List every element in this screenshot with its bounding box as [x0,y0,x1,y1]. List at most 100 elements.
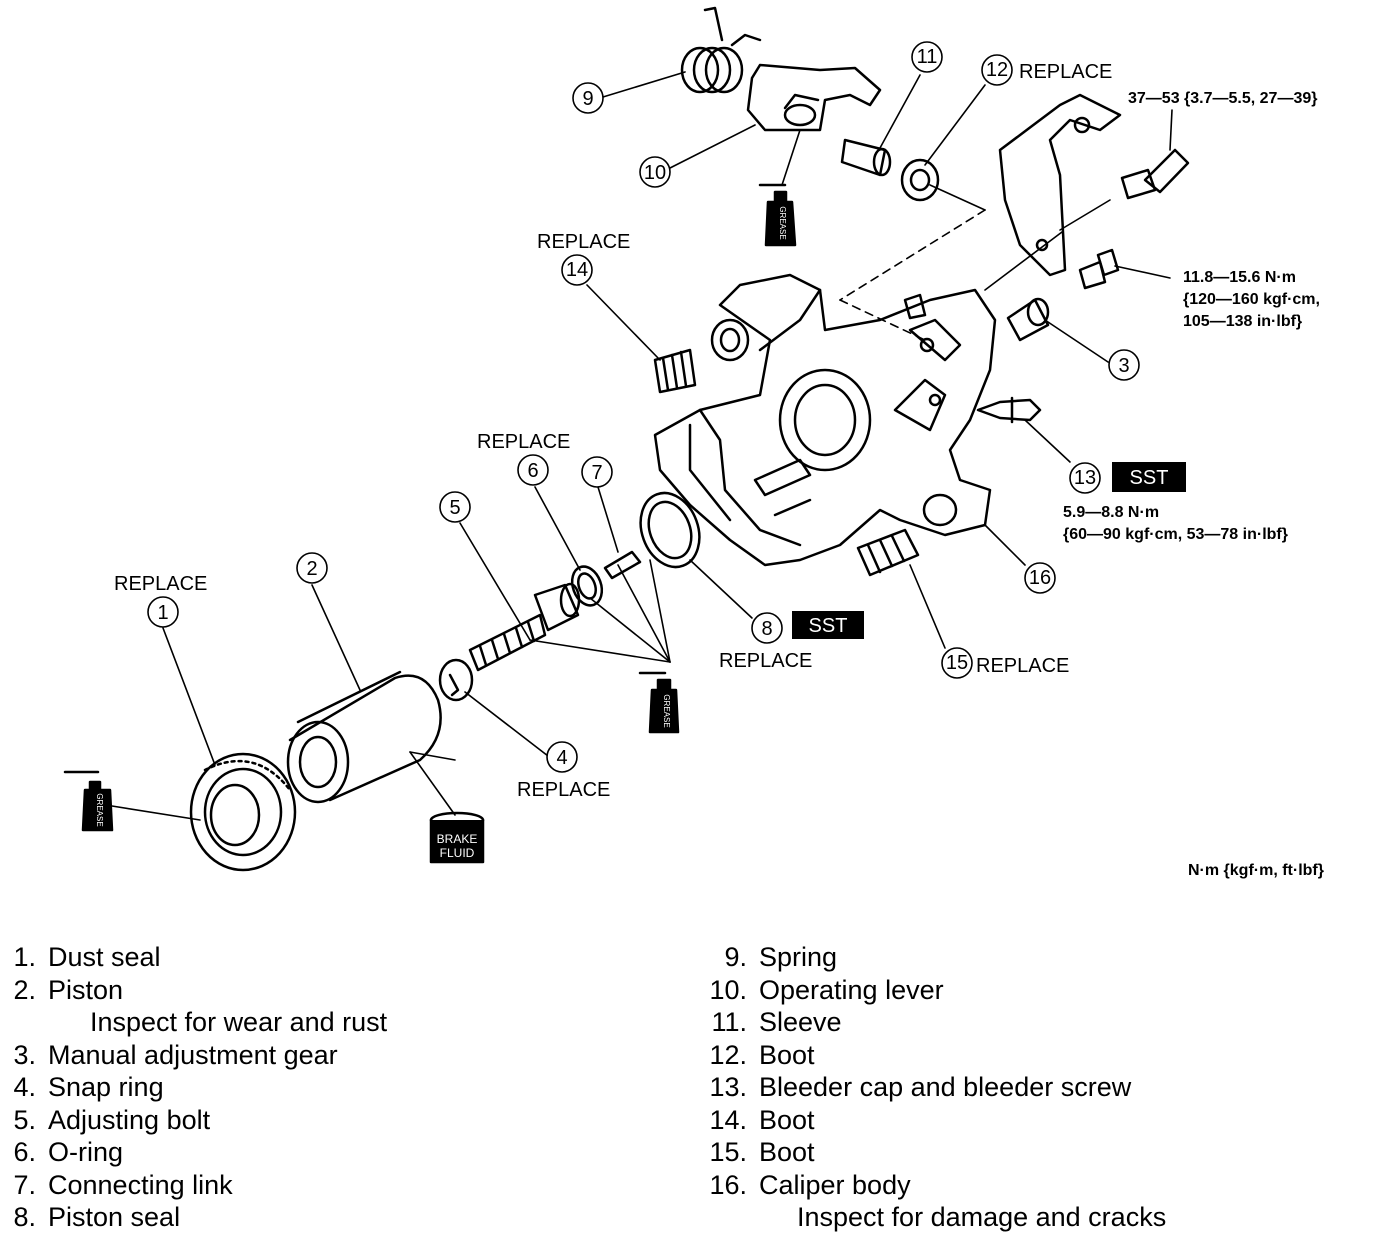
legend-note-piston: Inspect for wear and rust [2,1006,387,1039]
leader-lines [111,71,1173,821]
legend-number: 3. [13,1039,36,1070]
torque-bleeder-line1: 5.9—8.8 N·m [1063,504,1159,521]
legend-label: Adjusting bolt [48,1104,211,1135]
legend-number: 6. [13,1137,36,1167]
replace-label-1: REPLACE [114,573,207,595]
callout-4: 4 [556,747,567,769]
legend-number: 7. [13,1169,36,1200]
callout-3: 3 [1118,355,1129,377]
legend-item-caliper-body: 16.Caliper body [701,1169,1166,1202]
bracket [998,93,1122,277]
grease-can-2 [758,183,797,247]
bracket-bolt [1120,148,1190,200]
sst-box-13 [1112,462,1186,492]
legend-item-spring: 9. Spring [701,941,1166,974]
piston-seal [639,491,701,569]
legend-number: 5. [13,1104,36,1135]
callout-13: 13 [1074,467,1096,489]
sst-box-8 [792,611,864,639]
grease-can-3 [638,671,680,734]
legend-number: 1. [13,942,36,972]
legend-item-operating-lever: 10. Operating lever [701,974,1166,1007]
legend-label: Dust seal [48,942,161,972]
torque-guide-bolt-line3: 105—138 in·lbf} [1183,313,1302,330]
legend-item-connecting-link: 7. Connecting link [2,1169,387,1202]
torque-bleeder-line2: {60—90 kgf·cm, 53—78 in·lbf} [1063,526,1288,543]
replace-label-6: REPLACE [477,431,570,453]
brake-fluid-label-1: BRAKE [437,832,478,846]
legend-item-snap-ring: 4.Snap ring [2,1071,387,1104]
legend-number: 10. [709,974,747,1005]
units-note: N·m {kgf·m, ft·lbf} [1188,862,1324,879]
legend-item-boot-12: 12. Boot [701,1039,1166,1072]
legend-item-o-ring: 6. O-ring [2,1136,387,1169]
grease-label-2: GREASE [778,206,787,239]
callout-1: 1 [157,602,168,624]
sst-label-8: SST [809,615,848,637]
legend-label: Operating lever [759,974,944,1005]
boot-12 [900,158,940,202]
legend-label: Connecting link [48,1169,233,1200]
legend-item-manual-adjustment-gear: 3. Manual adjustment gear [2,1039,387,1072]
grease-can-1 [63,770,114,832]
boot-14 [653,348,697,394]
legend-label: O-ring [48,1137,124,1167]
brake-fluid-label-2: FLUID [440,846,475,860]
legend-number: 8. [13,1202,36,1232]
callout-8: 8 [761,618,772,640]
callout-11: 11 [917,46,938,68]
callout-6: 6 [527,460,538,482]
replace-label-8: REPLACE [719,650,812,672]
callout-14: 14 [566,259,588,281]
manual-adjustment-gear [1006,297,1050,342]
legend-item-piston-seal: 8.Piston seal [2,1201,387,1234]
grease-label-3: GREASE [662,694,671,727]
legend-label: Piston [48,974,124,1005]
callout-10: 10 [644,162,666,184]
callout-9: 9 [582,88,593,110]
legend-label: Boot [759,1137,815,1167]
dust-seal [189,752,297,872]
legend-label: Boot [759,1104,815,1135]
spring [680,6,762,94]
callout-7: 7 [591,462,602,484]
legend-item-adjusting-bolt: 5. Adjusting bolt [2,1104,387,1137]
adjusting-bolt [468,582,581,672]
torque-guide-bolt-line1: 11.8—15.6 N·m [1183,269,1296,286]
exploded-view-diagram: 1 2 3 4 5 6 7 8 9 10 11 12 13 14 15 16 R… [63,6,1324,879]
legend-number: 14. [709,1104,747,1135]
grease-label-1: GREASE [95,793,104,826]
legend-number: 15. [709,1137,747,1167]
legend-item-piston: 2. Piston [2,974,387,1007]
replace-label-14: REPLACE [537,231,630,253]
bleeder-screw [976,396,1042,424]
legend-label: Bleeder cap and bleeder screw [759,1072,1132,1102]
torque-guide-bolt-line2: {120—160 kgf·cm, [1183,291,1320,308]
guide-bolt [1078,248,1120,290]
legend-number: 12. [709,1039,747,1070]
legend-label: Caliper body [759,1169,911,1200]
legend-item-sleeve: 11. Sleeve [701,1006,1166,1039]
legend-label: Boot [759,1039,815,1070]
legend-note: Inspect for damage and cracks [797,1202,1167,1232]
legend-number: 9. [724,942,747,972]
callout-12: 12 [986,59,1008,81]
legend-item-boot-14: 14. Boot [701,1104,1166,1137]
legend-number: 2. [13,974,36,1005]
legend-item-boot-15: 15. Boot [701,1136,1166,1169]
legend-label: Spring [759,942,838,972]
torque-bracket-bolt: 37—53 {3.7—5.5, 27—39} [1128,90,1317,107]
replace-label-15: REPLACE [976,655,1069,677]
caliper-body [653,273,997,567]
legend-label: Manual adjustment gear [48,1039,338,1070]
snap-ring [438,658,474,702]
callout-16: 16 [1029,567,1051,589]
legend-number: 13. [709,1072,747,1102]
callout-5: 5 [449,497,460,519]
legend-label: Sleeve [759,1007,842,1037]
legend-item-dust-seal: 1. Dust seal [2,941,387,974]
legend-number: 11. [711,1007,747,1037]
sst-label-13: SST [1130,467,1169,489]
legend-number: 4. [13,1072,36,1102]
boot-15 [856,528,920,577]
